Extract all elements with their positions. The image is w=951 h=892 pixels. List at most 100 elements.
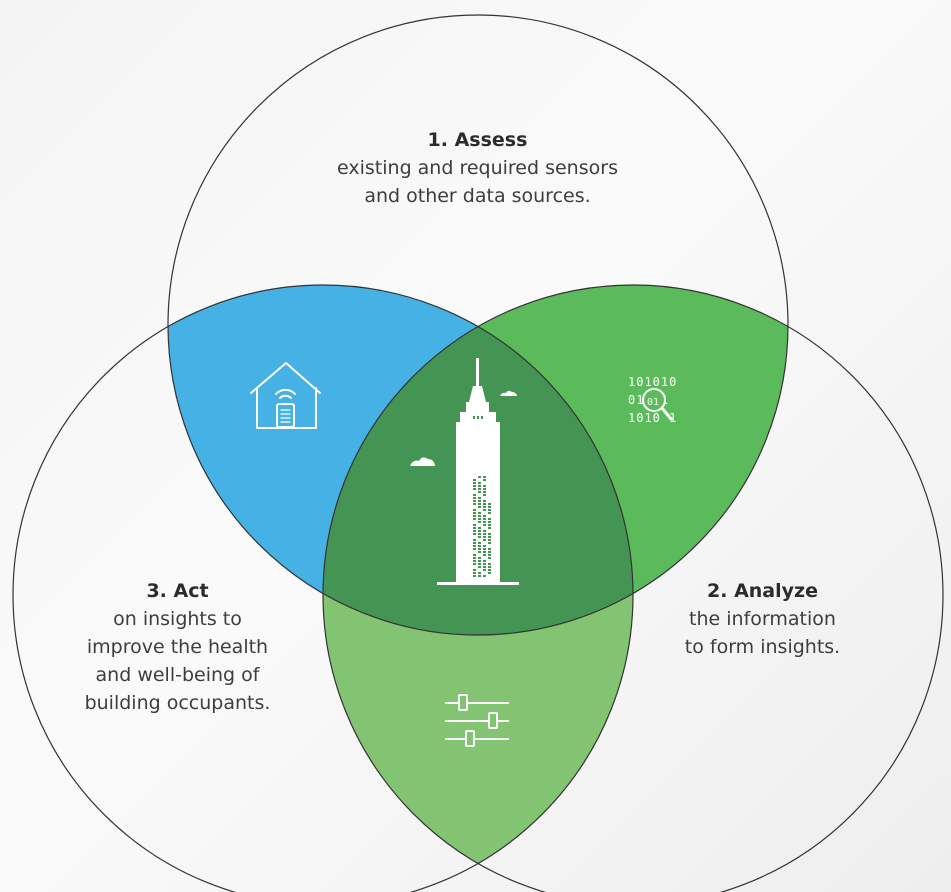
tower-window — [478, 485, 481, 487]
tower-window — [473, 530, 476, 532]
tower-window — [488, 548, 491, 550]
tower-window — [478, 548, 481, 550]
tower-window — [478, 518, 481, 520]
tower-window — [488, 506, 491, 508]
tower-window — [483, 539, 486, 541]
svg-text:1010 1: 1010 1 — [628, 411, 677, 425]
tower-window — [483, 566, 486, 568]
tower-window — [483, 488, 486, 490]
tower-window — [478, 506, 481, 508]
tower-window — [473, 485, 476, 487]
tower-window — [478, 557, 481, 559]
tower-window — [488, 503, 491, 505]
tower-window — [483, 536, 486, 538]
tower-window — [488, 539, 491, 541]
tower-window — [483, 530, 486, 532]
tower-window — [483, 476, 486, 478]
tower-window — [473, 575, 476, 577]
tower-window — [483, 521, 486, 523]
tower-window — [473, 569, 476, 571]
tower-window — [473, 512, 476, 514]
act-line-4: building occupants. — [84, 692, 271, 714]
tower-window — [473, 572, 476, 574]
tower-window — [483, 575, 486, 577]
tower-window — [488, 551, 491, 553]
assess-circle — [167, 14, 789, 636]
tower-window — [488, 563, 491, 565]
tower-window — [478, 575, 481, 577]
tower-window — [473, 515, 476, 517]
tower-window — [473, 479, 476, 481]
tower-window — [478, 560, 481, 562]
tower-window — [483, 509, 486, 511]
tower-window — [473, 563, 476, 565]
analyze-line-1: the information — [689, 608, 836, 630]
binary-data-search-icon: 101010 01 01 1010 1 01 — [628, 375, 677, 425]
tower-window — [473, 482, 476, 484]
tower-window — [488, 533, 491, 535]
tower-window — [473, 539, 476, 541]
tower-window — [483, 485, 486, 487]
tower-window — [483, 533, 486, 535]
tower-window — [478, 572, 481, 574]
analyze-label: 2. Analyze the information to form insig… — [640, 577, 885, 661]
tower-window — [488, 536, 491, 538]
tower-window — [478, 521, 481, 523]
tower-window — [488, 524, 491, 526]
tower-window — [473, 527, 476, 529]
tower-window — [483, 518, 486, 520]
act-line-3: and well-being of — [95, 664, 260, 686]
tower-window — [488, 521, 491, 523]
tower-window — [478, 545, 481, 547]
tower-window — [473, 524, 476, 526]
tower-window — [488, 512, 491, 514]
tower-window — [483, 506, 486, 508]
tower-window — [483, 563, 486, 565]
tower-window — [488, 509, 491, 511]
tower-window — [483, 554, 486, 556]
svg-text:01: 01 — [647, 397, 659, 408]
tower-window — [483, 545, 486, 547]
assess-title: 1. Assess — [427, 129, 528, 151]
tower-window — [488, 566, 491, 568]
tower-window — [488, 542, 491, 544]
tower-window — [473, 500, 476, 502]
tower-window — [478, 512, 481, 514]
tower-window — [473, 560, 476, 562]
smart-home-icon — [250, 362, 321, 429]
tower-window — [473, 557, 476, 559]
tower-window — [488, 569, 491, 571]
tower-window — [483, 494, 486, 496]
tower-window — [473, 494, 476, 496]
tower-window — [478, 536, 481, 538]
act-circle — [12, 284, 634, 892]
tower-window — [483, 500, 486, 502]
tower-window — [483, 560, 486, 562]
analyze-circle — [322, 284, 944, 892]
act-title: 3. Act — [146, 580, 209, 602]
tower-window — [478, 527, 481, 529]
tower-window — [473, 503, 476, 505]
tower-window — [473, 548, 476, 550]
tower-window — [478, 503, 481, 505]
tower-window — [478, 488, 481, 490]
tower-window — [478, 566, 481, 568]
tower-window — [478, 482, 481, 484]
tower-window — [478, 563, 481, 565]
tower-window — [483, 491, 486, 493]
tower-window — [473, 542, 476, 544]
tower-window — [478, 497, 481, 499]
tower-window — [483, 515, 486, 517]
tower-window — [473, 545, 476, 547]
tower-window — [483, 524, 486, 526]
tower-window — [473, 509, 476, 511]
tower-window — [473, 533, 476, 535]
tower-window — [488, 554, 491, 556]
tower-window — [478, 551, 481, 553]
tower-window — [478, 476, 481, 478]
analyze-line-2: to form insights. — [684, 636, 841, 658]
tower-window — [473, 518, 476, 520]
tower-window — [478, 530, 481, 532]
tower-window — [473, 497, 476, 499]
